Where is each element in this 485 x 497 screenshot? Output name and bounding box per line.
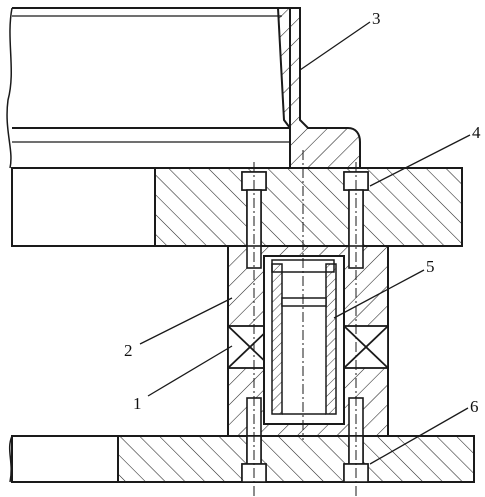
part-3-flange — [276, 7, 361, 169]
leader-lines — [139, 21, 471, 465]
part-4-upper-plate — [11, 167, 463, 247]
label-6: 6 — [470, 397, 479, 416]
upper-housing — [6, 7, 291, 169]
label-5: 5 — [426, 257, 435, 276]
part-5-sleeve — [263, 255, 345, 425]
center-lines — [253, 150, 357, 497]
label-1: 1 — [133, 394, 142, 413]
part-6-lower-plate — [8, 435, 475, 483]
label-3: 3 — [372, 9, 381, 28]
label-2: 2 — [124, 341, 133, 360]
label-4: 4 — [472, 123, 481, 142]
